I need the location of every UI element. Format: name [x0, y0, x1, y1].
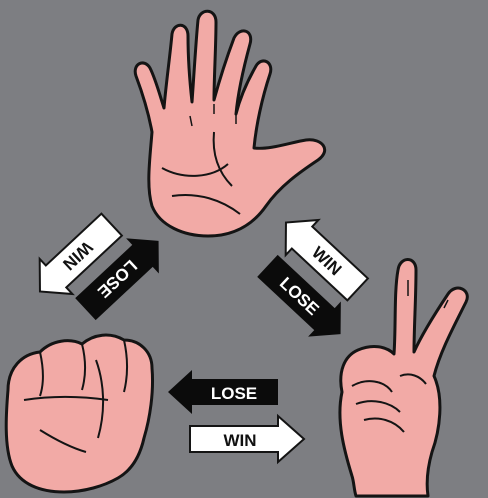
- bottom-lose-arrow: LOSE: [168, 370, 278, 414]
- bottom-lose-label: LOSE: [211, 384, 257, 403]
- right-win-arrow: WIN: [284, 218, 370, 302]
- bottom-win-label: WIN: [223, 431, 256, 450]
- bottom-win-arrow: WIN: [189, 413, 306, 465]
- closed-fist-hand-icon: [4, 333, 154, 494]
- open-palm-hand-icon: [133, 9, 327, 238]
- peace-sign-hand-icon: [338, 258, 469, 498]
- right-lose-arrow: LOSE: [257, 254, 341, 337]
